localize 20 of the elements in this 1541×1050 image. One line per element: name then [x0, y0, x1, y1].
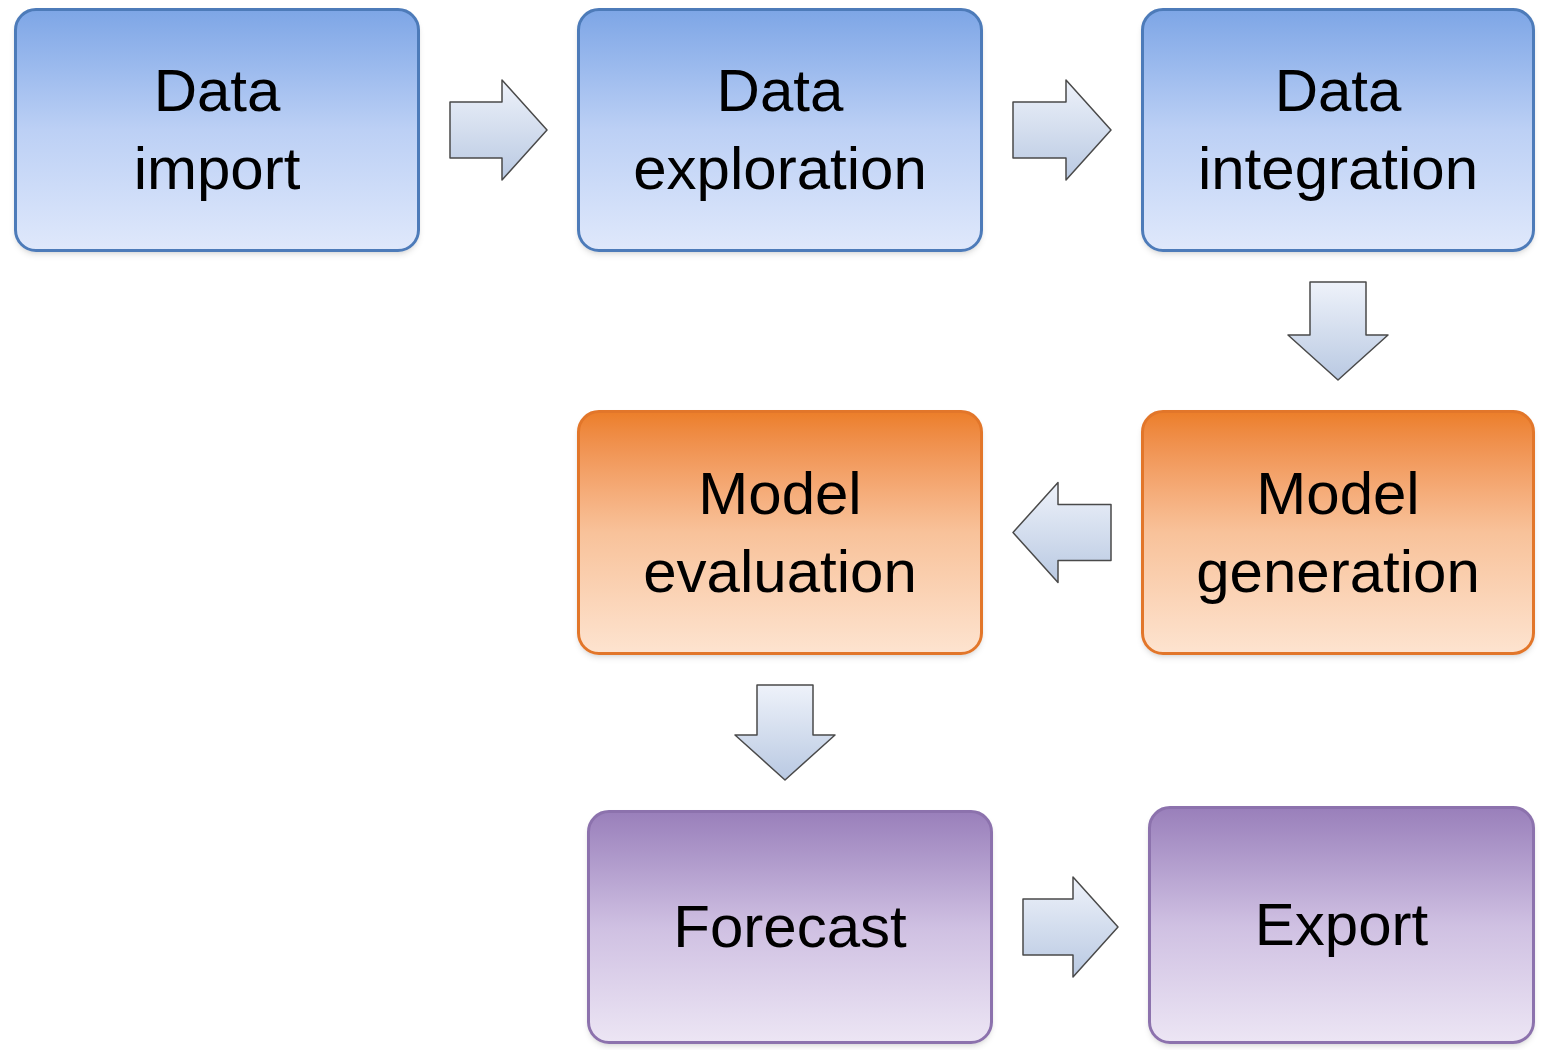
step-label: Model evaluation	[643, 458, 917, 607]
process-box	[577, 8, 983, 252]
process-box	[587, 810, 993, 1044]
step-label: Data integration	[1197, 56, 1479, 204]
process-box	[1141, 410, 1535, 655]
step-label: Data import	[133, 56, 301, 204]
step-label: Data exploration	[633, 56, 927, 204]
block-arrow	[1022, 876, 1119, 978]
process-box	[1148, 806, 1535, 1044]
block-arrow	[449, 79, 548, 181]
step-label: Model generation	[1196, 458, 1480, 607]
process-box	[577, 410, 983, 655]
block-arrow	[1012, 481, 1112, 584]
block-arrow	[1012, 79, 1112, 181]
block-arrow	[734, 684, 836, 781]
step-label: Export	[1254, 890, 1429, 960]
step-label: Forecast	[673, 892, 907, 962]
process-box	[14, 8, 420, 252]
process-box	[1141, 8, 1535, 252]
block-arrow	[1287, 281, 1389, 381]
